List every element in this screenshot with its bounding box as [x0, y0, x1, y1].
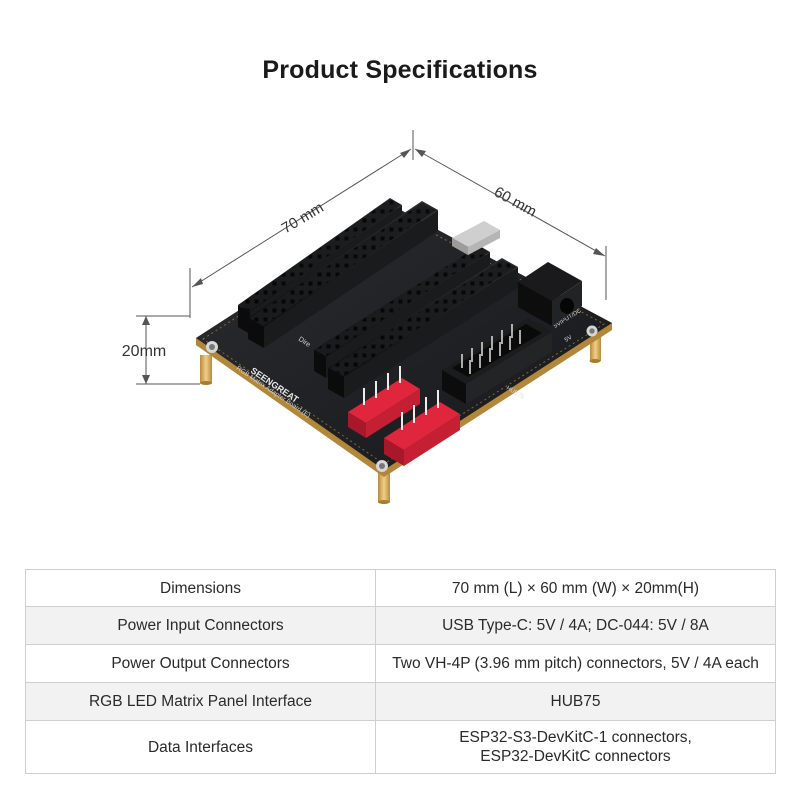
spec-label: Dimensions [25, 569, 376, 607]
table-row: Power Input Connectors USB Type-C: 5V / … [25, 606, 776, 645]
pin-headers [238, 198, 518, 398]
width-dimension-line [414, 148, 606, 257]
height-label: 20mm [122, 343, 166, 360]
length-label: 70 mm [279, 199, 327, 237]
spec-value: 70 mm (L) × 60 mm (W) × 20mm(H) [375, 569, 776, 607]
dimension-lines [136, 130, 607, 385]
spec-value: HUB75 [375, 682, 776, 721]
dc-jack [518, 262, 582, 326]
five-volt-silkscreen: 5V [564, 335, 573, 344]
table-row: Power Output Connectors Two VH-4P (3.96 … [25, 644, 776, 683]
width-label: 60 mm [491, 184, 539, 221]
spec-label: Power Output Connectors [25, 644, 376, 683]
usb-c-port [452, 221, 500, 255]
table-row: RGB LED Matrix Panel Interface HUB75 [25, 682, 776, 721]
spec-table: Dimensions 70 mm (L) × 60 mm (W) × 20mm(… [25, 569, 776, 774]
table-row: Data Interfaces ESP32-S3-DevKitC-1 conne… [25, 720, 776, 774]
standoffs [200, 335, 601, 504]
board-illustration: 70 mm 60 mm 20mm SEENGREAT RGB Matrix Ad… [122, 130, 612, 504]
power-output-connectors [348, 366, 460, 466]
spec-value-line: ESP32-S3-DevKitC-1 connectors, [459, 729, 692, 746]
table-row: Dimensions 70 mm (L) × 60 mm (W) × 20mm(… [25, 569, 776, 607]
dimension-arrows [142, 149, 605, 384]
page-title: Product Specifications [262, 56, 538, 84]
hub75-connector [442, 318, 552, 404]
spec-label: Power Input Connectors [25, 606, 376, 645]
product-figure: 70 mm 60 mm 20mm SEENGREAT RGB Matrix Ad… [0, 120, 800, 520]
spec-label: RGB LED Matrix Panel Interface [25, 682, 376, 721]
spec-value: USB Type-C: 5V / 4A; DC-044: 5V / 8A [375, 606, 776, 645]
length-dimension-line [191, 148, 412, 288]
spec-value-line: ESP32-DevKitC connectors [480, 748, 671, 765]
spec-value: Two VH-4P (3.96 mm pitch) connectors, 5V… [375, 644, 776, 683]
spec-label: Data Interfaces [25, 720, 376, 774]
spec-value: ESP32-S3-DevKitC-1 connectors, ESP32-Dev… [375, 720, 776, 774]
